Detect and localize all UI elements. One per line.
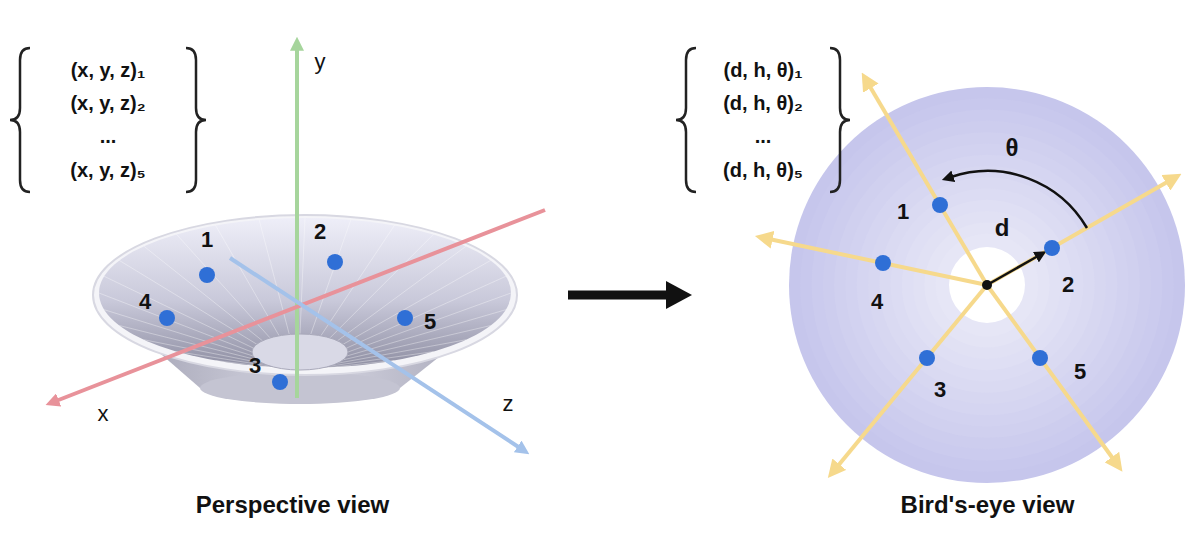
- symbol-label: d: [995, 215, 1010, 241]
- disc-ring: [891, 189, 1084, 382]
- bowl-facet: [99, 293, 252, 352]
- bottom-hole: [949, 247, 1025, 323]
- callout-number: 1: [201, 228, 213, 252]
- set-element: ...: [755, 125, 772, 147]
- transform-arrow: [568, 291, 666, 300]
- callout-number: 3: [934, 378, 946, 402]
- set-element: (x, y, z)₅: [70, 159, 145, 181]
- callout-number: 3: [249, 354, 261, 378]
- set-element: (d, h, θ)₅: [723, 159, 803, 181]
- callout-number: 2: [314, 220, 326, 244]
- radial-arrows: [769, 85, 1169, 467]
- disc-ring: [879, 177, 1094, 392]
- radial-arrow: [987, 181, 1169, 285]
- y-axis: [295, 48, 299, 398]
- disc-ring: [789, 87, 1185, 483]
- disc-ring: [845, 143, 1128, 426]
- sample-points: [159, 254, 413, 390]
- point: [875, 255, 891, 271]
- set-element: (x, y, z)₂: [70, 92, 145, 114]
- callout-number: 2: [1062, 273, 1074, 297]
- callout-number: 1: [897, 200, 909, 224]
- point: [159, 310, 175, 326]
- point: [272, 374, 288, 390]
- disc-ring: [857, 155, 1118, 416]
- disc-ring: [812, 110, 1163, 461]
- point: [1044, 240, 1060, 256]
- symbol-label: θ: [1006, 135, 1019, 161]
- set-element: ...: [100, 125, 117, 147]
- bowl-top-view: [789, 87, 1185, 483]
- sample-points: [875, 197, 1060, 366]
- disc-ring: [924, 222, 1049, 347]
- set-element: (x, y, z)₁: [71, 59, 146, 81]
- point: [932, 197, 948, 213]
- bowl-facet: [104, 276, 253, 348]
- set-brace: [10, 48, 30, 192]
- point: [199, 267, 215, 283]
- bowl-facet: [348, 293, 511, 352]
- view-caption: Perspective view: [196, 491, 389, 525]
- z-axis: [230, 258, 520, 448]
- disc-ring: [800, 98, 1173, 471]
- point: [1032, 350, 1048, 366]
- axis-label: x: [98, 402, 109, 426]
- set-brace: [830, 48, 850, 192]
- callout-number: 4: [139, 290, 151, 314]
- bowl-base: [200, 372, 400, 404]
- radial-arrow: [869, 85, 987, 285]
- disc-ring: [823, 121, 1151, 449]
- angle-arc: [951, 171, 1087, 228]
- bowl-facet: [300, 218, 305, 334]
- distance-arrow: [987, 256, 1038, 285]
- bowl-facet: [311, 220, 351, 335]
- axis-label: y: [315, 50, 326, 74]
- set-element: (d, h, θ)₂: [723, 92, 803, 114]
- center-dot: [982, 280, 992, 290]
- point: [397, 310, 413, 326]
- radial-arrow: [987, 285, 1114, 460]
- point: [919, 350, 935, 366]
- disc-ring: [913, 211, 1061, 359]
- bowl-facet: [347, 276, 506, 348]
- bowl-facet: [343, 326, 490, 360]
- bowl-facet: [343, 260, 490, 344]
- bowl-facet: [321, 225, 395, 335]
- disc-ring: [936, 234, 1039, 337]
- bowl-facet: [338, 246, 467, 341]
- disc-ring: [834, 132, 1140, 438]
- set-brace: [186, 48, 206, 192]
- view-caption: Bird's-eye view: [901, 491, 1075, 525]
- point: [327, 254, 343, 270]
- disc-ring: [902, 200, 1072, 370]
- axis-label: z: [503, 392, 514, 416]
- disc-ring: [868, 166, 1106, 404]
- callout-number: 5: [424, 310, 436, 334]
- radial-arrow: [769, 239, 987, 285]
- set-element: (d, h, θ)₁: [723, 59, 802, 81]
- radial-arrow: [837, 285, 987, 467]
- callout-number: 5: [1074, 360, 1086, 384]
- bowl-rim: [93, 215, 517, 375]
- callout-number: 4: [871, 290, 883, 314]
- set-brace: [676, 48, 696, 192]
- bowl-bottom: [252, 334, 348, 370]
